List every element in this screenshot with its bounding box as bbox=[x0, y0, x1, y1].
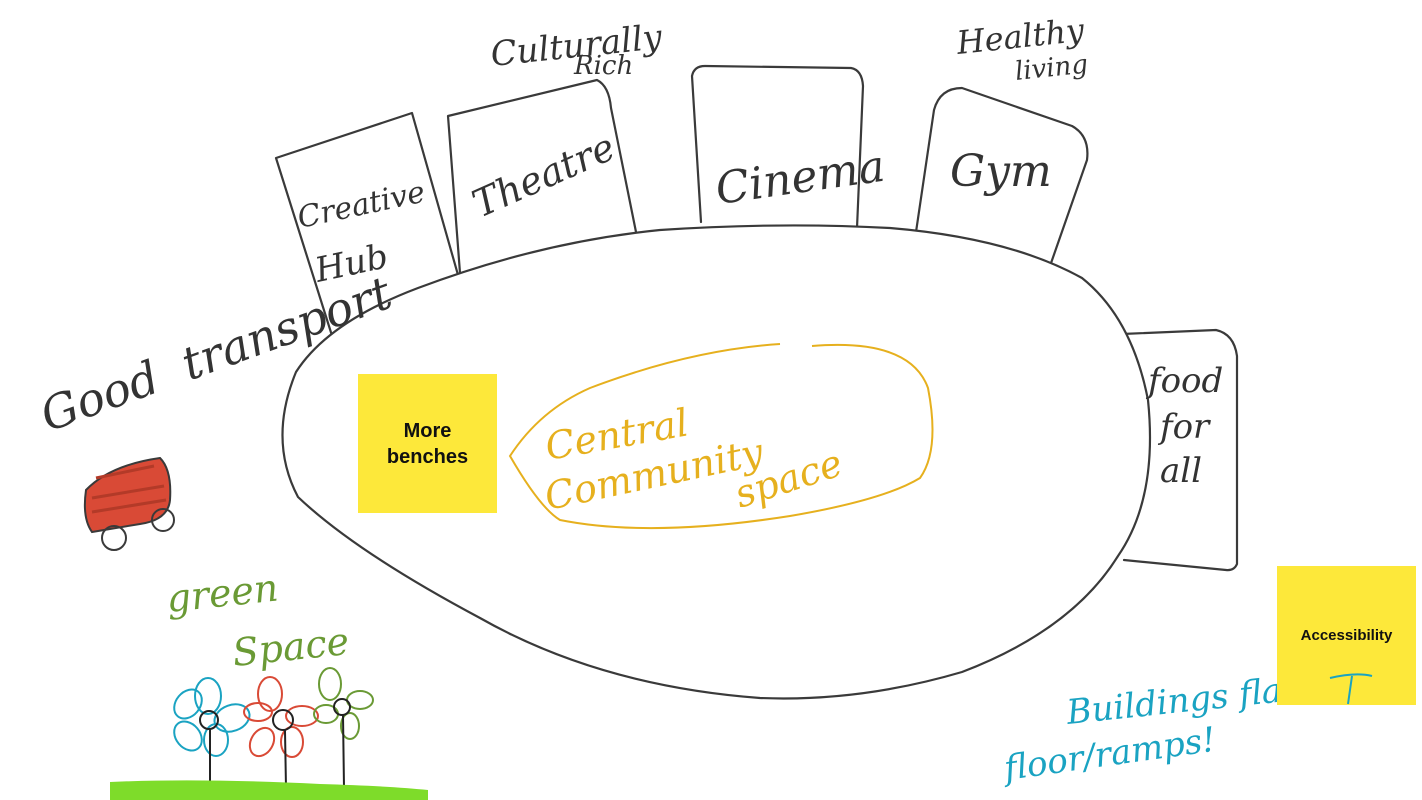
accessibility-note-label-2: floor/ramps! bbox=[999, 720, 1218, 790]
food-label: food bbox=[1145, 361, 1223, 401]
sticky-note-accessibility[interactable]: Accessibility bbox=[1277, 566, 1416, 705]
grass-strip bbox=[110, 780, 428, 800]
green-space-label-2: Space bbox=[230, 619, 351, 675]
red-vehicle-icon bbox=[85, 458, 174, 550]
gym-label: Gym bbox=[950, 146, 1052, 197]
culturally-rich-label-2: Rich bbox=[573, 51, 633, 81]
cinema-label: Cinema bbox=[712, 141, 888, 215]
sticky-note-more-benches[interactable]: More benches bbox=[358, 374, 497, 513]
green-space-label: green bbox=[164, 565, 280, 620]
sticky-note-text: Accessibility bbox=[1301, 627, 1393, 644]
flower-icon bbox=[169, 668, 373, 788]
creative-hub-label: Creative bbox=[294, 175, 428, 236]
food-label-2: for bbox=[1157, 407, 1211, 447]
theatre-label: Theatre bbox=[466, 125, 622, 227]
food-label-3: all bbox=[1160, 451, 1202, 491]
good-word: Good bbox=[33, 350, 166, 442]
sticky-note-text: More benches bbox=[368, 418, 487, 470]
healthy-living-label-2: living bbox=[1014, 49, 1090, 86]
